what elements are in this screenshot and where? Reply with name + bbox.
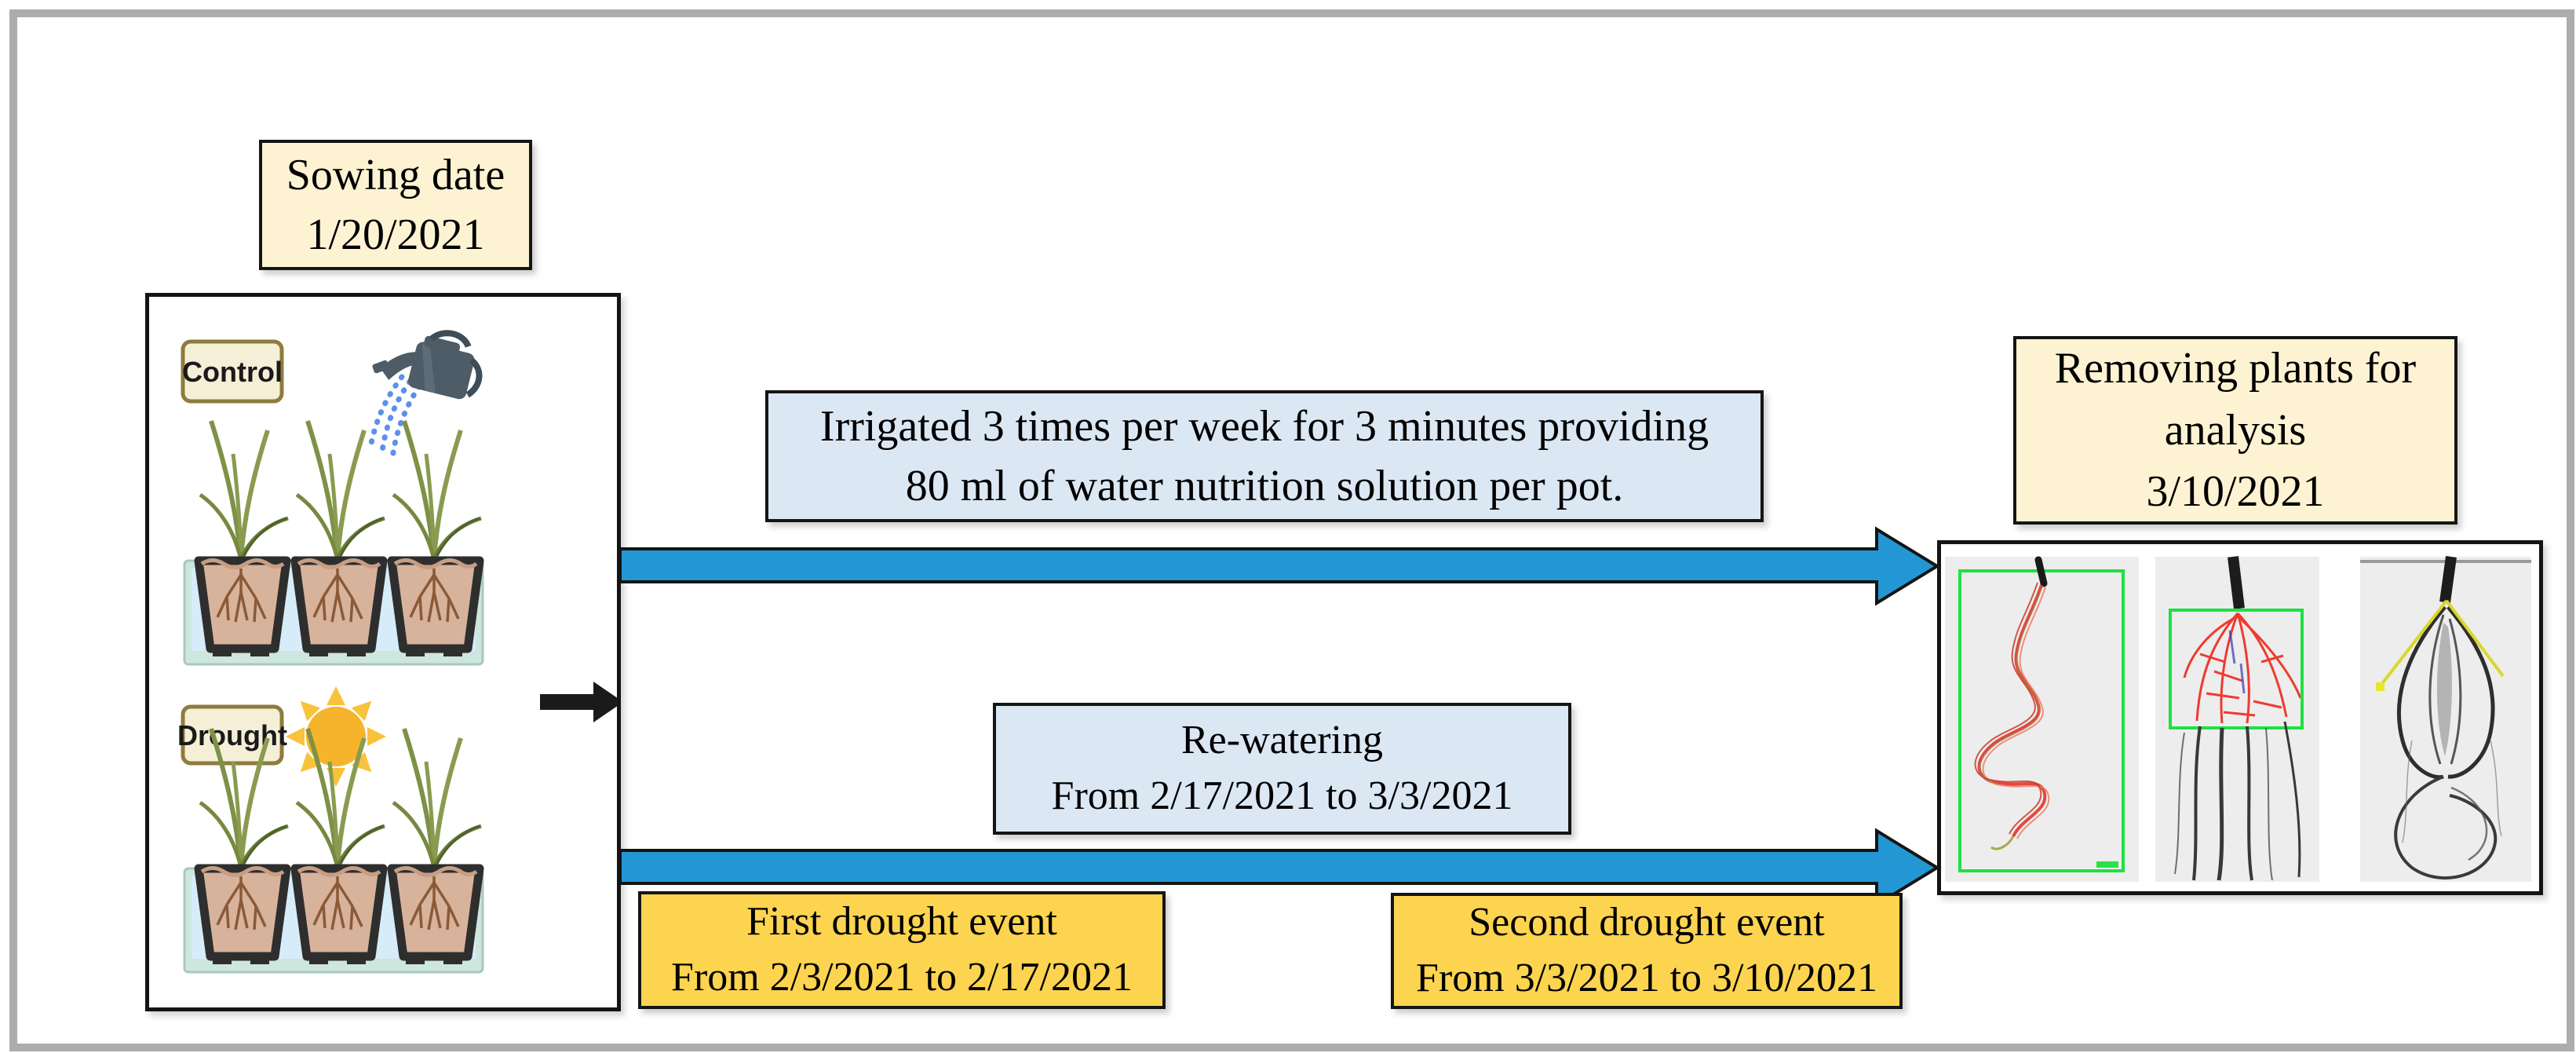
control-label: Control (181, 339, 284, 404)
rewatering-box: Re-watering From 2/17/2021 to 3/3/2021 (993, 703, 1571, 835)
pot-plant (199, 421, 288, 656)
irrigation-box: Irrigated 3 times per week for 3 minutes… (765, 390, 1764, 522)
irrigation-line1: Irrigated 3 times per week for 3 minutes… (819, 401, 1709, 451)
timeline-arrow-control (618, 526, 1940, 606)
rewatering-line2: From 2/17/2021 to 3/3/2021 (1051, 773, 1513, 818)
timeline-arrow-drought (618, 828, 1940, 908)
sun-icon (286, 686, 386, 787)
root-scans-panel (1937, 540, 2543, 895)
treatment-illustration: Control (177, 330, 617, 974)
rewatering-line1: Re-watering (1180, 718, 1383, 763)
root-scan-3 (2360, 556, 2531, 882)
pot-plant (392, 729, 481, 964)
second-drought-line1: Second drought event (1469, 900, 1825, 945)
sowing-date-box: Sowing date 1/20/2021 (259, 140, 532, 270)
pot-plant (392, 421, 481, 656)
root-scan-1 (1945, 556, 2139, 882)
sowing-date-line1: Sowing date (286, 150, 505, 199)
drought-label: Drought (177, 704, 287, 766)
sowing-date-line2: 1/20/2021 (306, 210, 485, 259)
removing-line2: analysis (2164, 405, 2307, 455)
first-drought-line2: From 2/3/2021 to 2/17/2021 (671, 955, 1133, 1000)
first-drought-line1: First drought event (746, 899, 1057, 945)
removing-plants-box: Removing plants for analysis 3/10/2021 (2013, 336, 2457, 525)
second-drought-event-box: Second drought event From 3/3/2021 to 3/… (1391, 893, 1903, 1009)
svg-text:Drought: Drought (177, 719, 287, 751)
irrigation-line2: 80 ml of water nutrition solution per po… (905, 462, 1624, 510)
second-drought-line2: From 3/3/2021 to 3/10/2021 (1416, 956, 1877, 1000)
pot-plant (295, 421, 385, 656)
removing-line1: Removing plants for (2054, 344, 2417, 393)
right-arrow-icon (540, 682, 617, 722)
root-scans (1945, 556, 2531, 882)
control-pots-group (183, 421, 483, 666)
svg-text:Control: Control (182, 356, 283, 388)
watering-can-icon (367, 330, 483, 462)
root-scan-2 (2155, 556, 2319, 882)
removing-line3: 3/10/2021 (2146, 467, 2325, 517)
treatment-illustration-panel: Control (145, 293, 621, 1011)
first-drought-event-box: First drought event From 2/3/2021 to 2/1… (638, 891, 1166, 1009)
